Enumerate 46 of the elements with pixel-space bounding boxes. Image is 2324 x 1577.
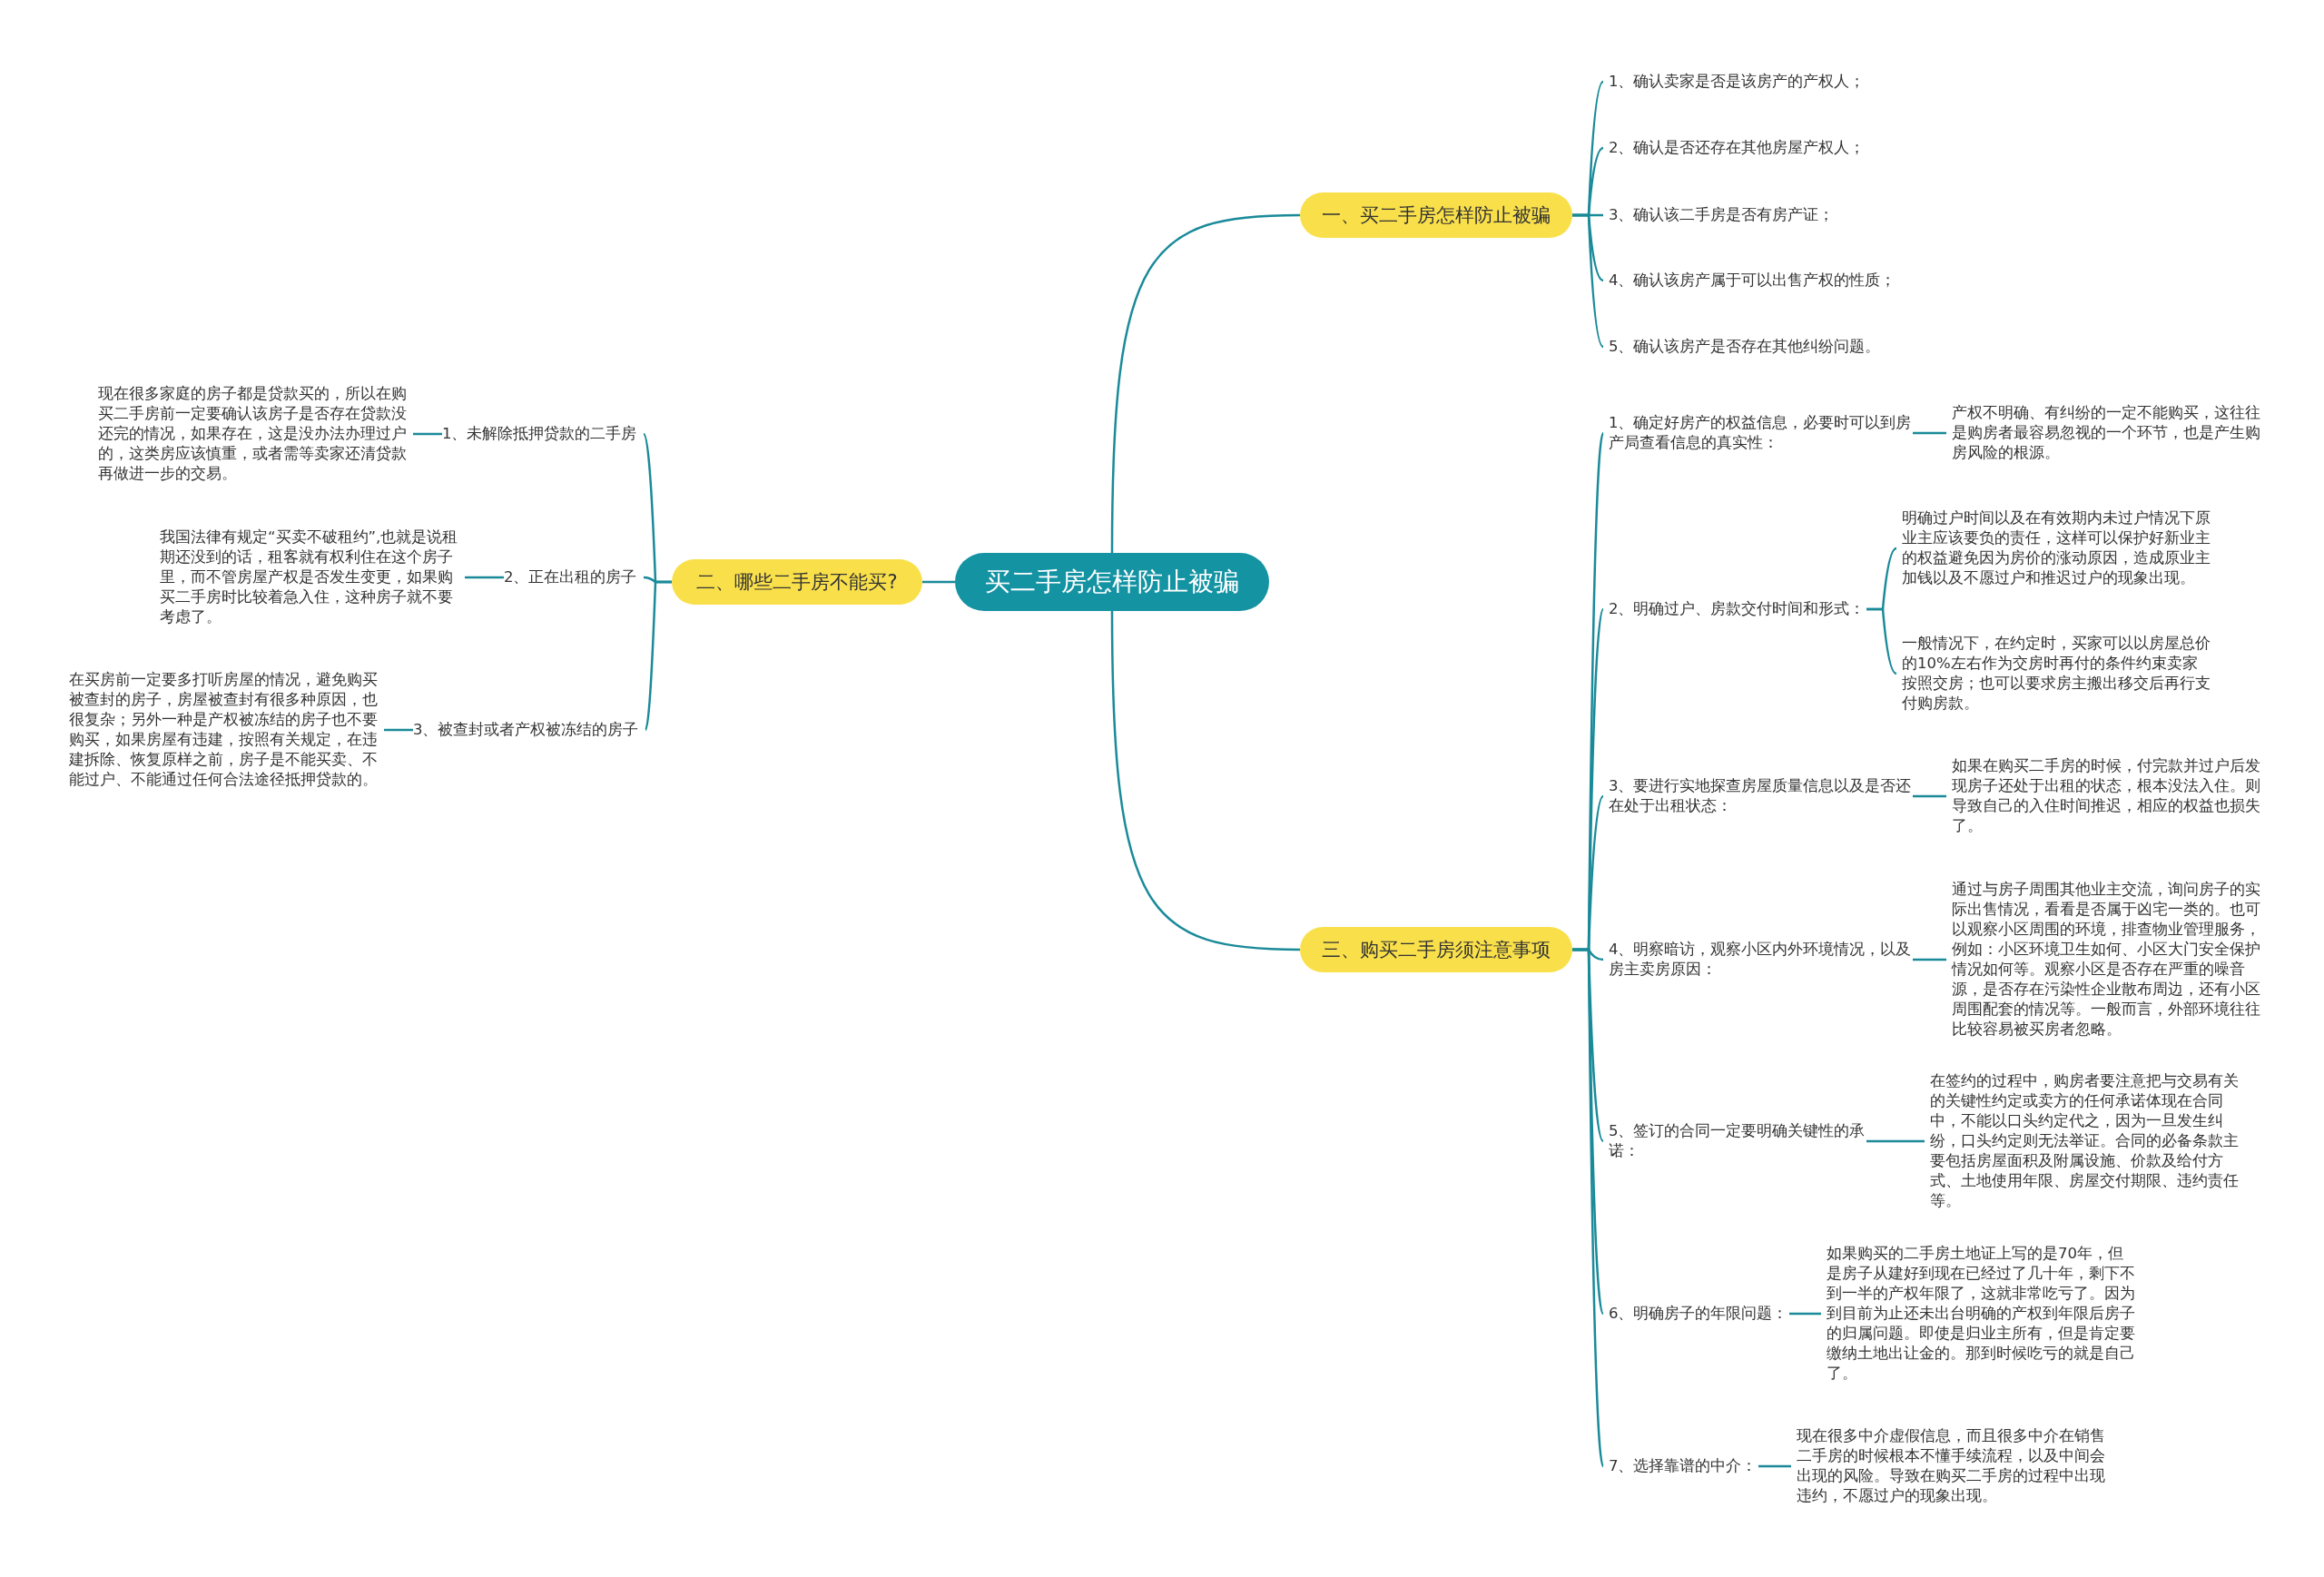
subtopic-text: 1、确认卖家是否是该房产的产权人； — [1609, 72, 1866, 92]
subtopic-text: 3、确认该二手房是否有房产证； — [1609, 205, 1836, 225]
connector-line — [1110, 213, 1301, 553]
subtopic-text: 7、选择靠谱的中介： — [1609, 1456, 1758, 1476]
connector-line — [1758, 1464, 1791, 1468]
note-text: 现在很多中介虚假信息，而且很多中介在销售二手房的时候根本不懂手续流程，以及中间会出现的风险。导致在购买二手房的过程中出现违约，不愿过户的现象出现。 — [1797, 1426, 2106, 1506]
connector-line — [644, 580, 672, 731]
topic-box: 二、哪些二手房不能买? — [672, 559, 922, 605]
connector-line — [1110, 611, 1301, 951]
note-text: 现在很多家庭的房子都是贷款买的，所以在购买二手房前一定要确认该房子是否存在贷款没还完的情况，如果存在，这是没办法办理过户的，这类房应该慎重，或者需等卖家还清贷款再做进一步的交易。 — [98, 384, 408, 484]
subtopic-text: 1、未解除抵押贷款的二手房 — [442, 424, 638, 444]
subtopic-text: 2、明确过户、房款交付时间和形式： — [1609, 599, 1866, 619]
note-text: 产权不明确、有纠纷的一定不能购买，这往往是购房者最容易忽视的一个环节，也是产生购房风险的根源。 — [1952, 403, 2261, 463]
connector-line — [1789, 1312, 1821, 1316]
connector-line — [413, 432, 442, 436]
central-topic-box: 买二手房怎样防止被骗 — [955, 553, 1269, 611]
note-text: 如果在购买二手房的时候，付完款并过户后发现房子还处于出租的状态，根本没法入住。则导致自己的入住时间推迟，相应的权益也损失了。 — [1952, 756, 2261, 836]
note-text: 在买房前一定要多打听房屋的情况，避免购买被查封的房子，房屋被查封有很多种原因，也很复杂；另外一种是产权被冻结的房子也不要购买，如果房屋有违建，按照有关规定，在违建拆除、恢复原样之前，房子是不能买卖、不能过户、不能通过任何合法途径抵押贷款的。 — [69, 670, 379, 790]
subtopic-text: 4、明察暗访，观察小区内外环境情况，以及房主卖房原因： — [1609, 940, 1913, 980]
subtopic-text: 6、明确房子的年限问题： — [1609, 1304, 1789, 1324]
note-text: 通过与房子周围其他业主交流，询问房子的实际出售情况，看看是否属于凶宅一类的。也可以观察小区周围的环境，排查物业管理服务，例如：小区环境卫生如何、小区大门安全保护情况如何等。观察小区是否存在严重的噪音源，是否存在污染性企业散布周边，还有小区周围配套的情况等。一般而言，外部环境往往比较容易被买房者忽略。 — [1952, 880, 2261, 1040]
note-text: 我国法律有规定“买卖不破租约”,也就是说租期还没到的话，租客就有权利住在这个房子里，而不管房屋产权是否发生变更，如果购买二手房时比较着急入住，这种房子就不要考虑了。 — [160, 527, 459, 627]
connector-line — [1572, 213, 1604, 348]
note-text: 如果购买的二手房土地证上写的是70年，但是房子从建好到现在已经过了几十年，剩下不到一半的产权年限了，这就非常吃亏了。因为到目前为止还未出台明确的产权到年限后房子的归属问题。即使是归业主所有，但是肯定要缴纳土地出让金的。那到时候吃亏的就是自己了。 — [1827, 1244, 2136, 1384]
connector-line — [922, 580, 955, 584]
connector-line — [384, 728, 413, 732]
note-text: 明确过户时间以及在有效期内未过户情况下原业主应该要负的责任，这样可以保护好新业主的权益避免因为房价的涨动原因，造成原业主加钱以及不愿过户和推迟过户的现象出现。 — [1902, 508, 2211, 588]
subtopic-text: 4、确认该房产属于可以出售产权的性质； — [1609, 271, 1897, 291]
topic-box: 一、买二手房怎样防止被骗 — [1300, 192, 1572, 238]
subtopic-text: 3、要进行实地探查房屋质量信息以及是否还在处于出租状态： — [1609, 776, 1913, 816]
connector-line — [465, 576, 504, 579]
connector-line — [1866, 1139, 1925, 1143]
subtopic-text: 5、签订的合同一定要明确关键性的承诺： — [1609, 1121, 1866, 1161]
connector-line — [1913, 794, 1946, 798]
connector-line — [1913, 958, 1946, 961]
subtopic-text: 5、确认该房产是否存在其他纠纷问题。 — [1609, 337, 1882, 357]
subtopic-text: 1、确定好房产的权益信息，必要时可以到房产局查看信息的真实性： — [1609, 413, 1913, 453]
subtopic-text: 2、确认是否还存在其他房屋产权人； — [1609, 138, 1866, 158]
note-text: 一般情况下，在约定时，买家可以以房屋总价的10%左右作为交房时再付的条件约束卖家按照交房；也可以要求房主搬出移交后再行支付购房款。 — [1902, 634, 2211, 714]
note-text: 在签约的过程中，购房者要注意把与交易有关的关键性约定或卖方的任何承诺体现在合同中，不能以口头约定代之，因为一旦发生纠纷，口头约定则无法举证。合同的必备条款主要包括房屋面积及附属设施、价款及给付方式、土地使用年限、房屋交付期限、违约责任等。 — [1930, 1071, 2240, 1211]
connector-line — [1913, 431, 1946, 435]
connector-line — [1866, 607, 1897, 675]
subtopic-text: 3、被查封或者产权被冻结的房子 — [413, 720, 640, 740]
connector-line — [1572, 948, 1605, 1467]
subtopic-text: 2、正在出租的房子 — [504, 567, 638, 587]
topic-box: 三、购买二手房须注意事项 — [1300, 927, 1572, 972]
